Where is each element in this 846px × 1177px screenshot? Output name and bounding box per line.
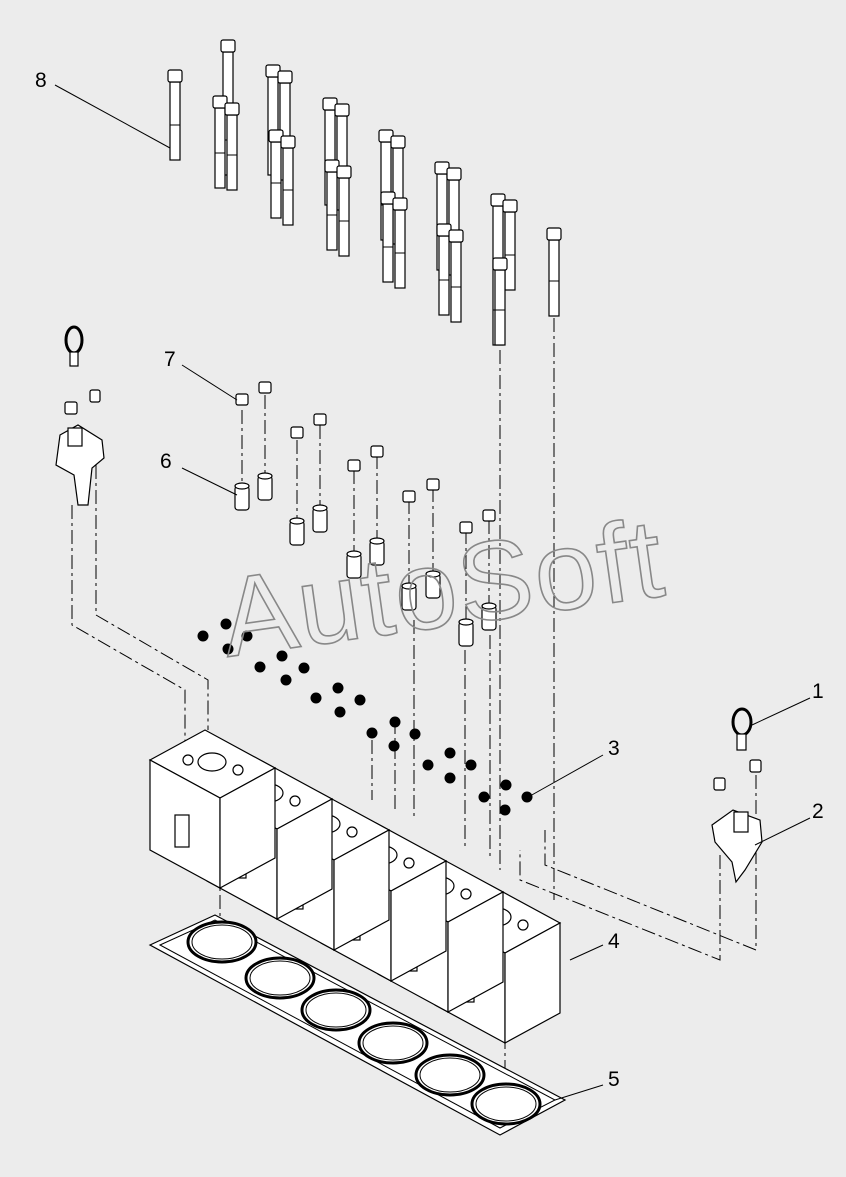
sleeve-with-nut [458, 521, 474, 647]
head-bolt [280, 135, 296, 226]
plug [222, 643, 234, 655]
callout-8: 8 [35, 69, 47, 92]
plug [478, 791, 490, 803]
sleeve-with-nut [401, 490, 417, 611]
sleeve-set [234, 381, 497, 647]
gasket-bore [244, 956, 316, 1000]
head-bolt [167, 69, 183, 161]
plug [521, 791, 533, 803]
callout-6: 6 [160, 450, 172, 473]
plug [197, 630, 209, 642]
head-bolt [380, 191, 396, 283]
plug [500, 779, 512, 791]
watermark: AutoSoft [213, 495, 672, 681]
gasket-bore [470, 1082, 542, 1126]
plug [298, 662, 310, 674]
plug [409, 728, 421, 740]
gasket-bore [186, 920, 258, 964]
head-bolt [268, 129, 284, 219]
plug [444, 747, 456, 759]
plug [241, 630, 253, 642]
plug [354, 694, 366, 706]
leader-lines [54, 84, 811, 1101]
plug [444, 772, 456, 784]
plug [422, 759, 434, 771]
lifting-bracket-right [711, 707, 763, 884]
sleeve-with-nut [369, 445, 385, 566]
callout-2: 2 [812, 800, 824, 823]
head-bolt [436, 223, 452, 316]
lifting-bracket-left [55, 325, 105, 506]
callout-1: 1 [812, 680, 824, 703]
cylinder-head [148, 729, 277, 890]
plug [220, 618, 232, 630]
callout-3: 3 [608, 737, 620, 760]
sleeve-with-nut [346, 459, 362, 579]
gasket-bore [300, 988, 372, 1032]
plug [332, 682, 344, 694]
plug [389, 716, 401, 728]
head-bolt [502, 199, 518, 291]
plug-set [197, 618, 533, 816]
head-bolt [336, 165, 352, 257]
plug [465, 759, 477, 771]
sleeve-with-nut [312, 413, 328, 533]
plug [366, 727, 378, 739]
gasket-bore [414, 1053, 486, 1097]
head-bolt [224, 102, 240, 191]
head-bolt [324, 159, 340, 251]
callout-7: 7 [164, 348, 176, 371]
sleeve-with-nut [425, 478, 441, 599]
head-bolt [392, 197, 408, 289]
gasket-bore [357, 1021, 429, 1065]
sleeve-with-nut [481, 509, 497, 631]
head-bolt [448, 229, 464, 323]
head-bolt [492, 257, 508, 346]
plug [280, 674, 292, 686]
sleeve-with-nut [257, 381, 273, 501]
cylinder-head-assembly [148, 729, 562, 1045]
plug [334, 706, 346, 718]
callout-5: 5 [608, 1068, 620, 1091]
callout-4: 4 [608, 930, 620, 953]
sleeve-with-nut [289, 426, 305, 546]
head-bolt-set [167, 39, 562, 346]
callout-labels: 8 7 6 1 2 3 4 5 [35, 69, 824, 1091]
plug [499, 804, 511, 816]
head-bolt [546, 227, 562, 317]
plug [310, 692, 322, 704]
head-bolt [212, 95, 228, 189]
plug [254, 661, 266, 673]
cylinder-head-gasket [148, 914, 567, 1136]
plug [388, 740, 400, 752]
plug [276, 650, 288, 662]
